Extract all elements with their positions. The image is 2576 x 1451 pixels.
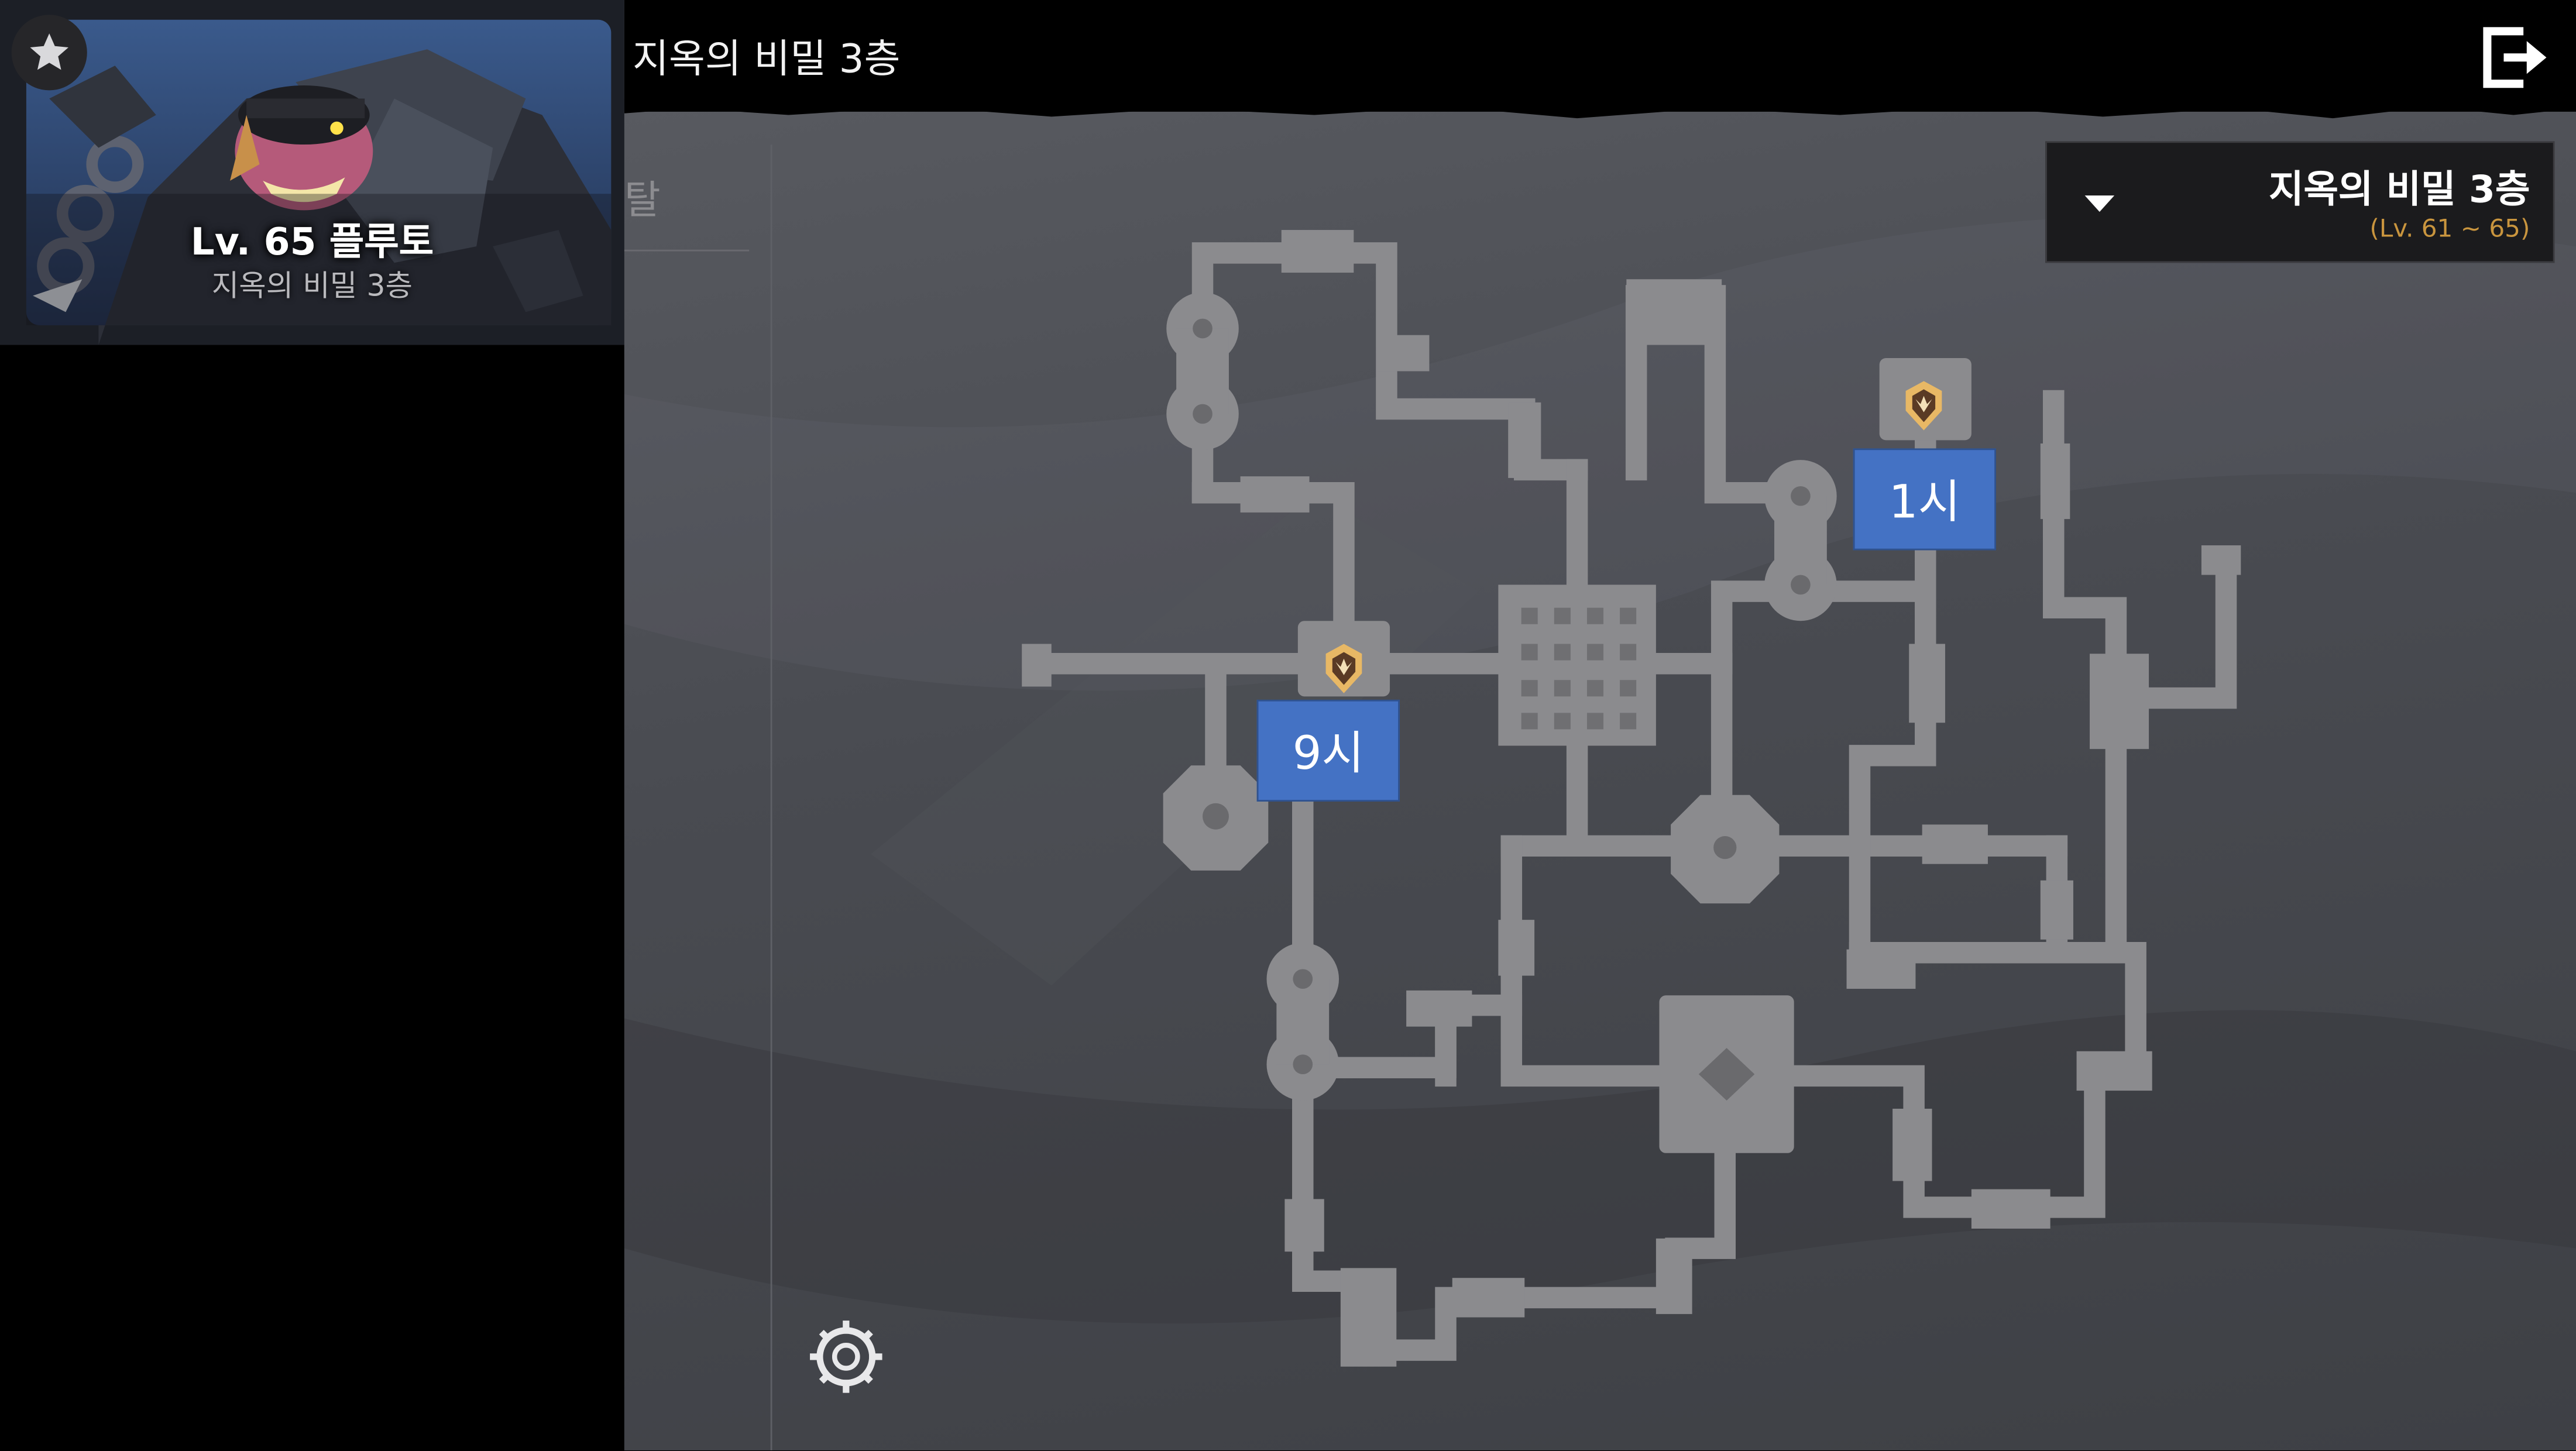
map-panel: 지옥의 비밀 3층 탈 지옥의 비밀 3층 (Lv. 61 ~ 65)	[624, 0, 2576, 1450]
page-title: 지옥의 비밀 3층	[632, 36, 901, 82]
boss-spawn-icon[interactable]	[1896, 378, 1952, 434]
spawn-label-2: 9시	[1256, 699, 1400, 802]
boss-spawn-icon[interactable]	[1316, 641, 1372, 696]
exit-icon[interactable]	[2478, 21, 2557, 94]
star-icon	[30, 33, 68, 70]
dungeon-map	[1022, 230, 2241, 1367]
side-tab-underline	[624, 249, 750, 252]
dropdown-arrow-icon	[2084, 195, 2115, 212]
left-panel: Lv. 65 플루토 지옥의 비밀 3층	[0, 0, 624, 1450]
zone-level-range: (Lv. 61 ~ 65)	[2369, 213, 2530, 243]
gear-icon[interactable]	[808, 1319, 884, 1394]
boss-portrait	[0, 0, 624, 345]
boss-card[interactable]: Lv. 65 플루토 지옥의 비밀 3층	[0, 0, 624, 345]
spawn-label-1: 1시	[1853, 448, 1996, 551]
panel-divider	[770, 145, 772, 1450]
torn-edge	[624, 98, 2576, 119]
zone-selector[interactable]: 지옥의 비밀 3층 (Lv. 61 ~ 65)	[2045, 141, 2555, 263]
zone-selector-title: 지옥의 비밀 3층	[2269, 169, 2530, 212]
favorite-button[interactable]	[11, 15, 87, 91]
boss-zone: 지옥의 비밀 3층	[211, 269, 413, 304]
top-bar: 지옥의 비밀 3층	[624, 0, 2576, 112]
side-tab[interactable]: 탈	[624, 177, 661, 224]
boss-level-name: Lv. 65 플루토	[190, 221, 434, 264]
